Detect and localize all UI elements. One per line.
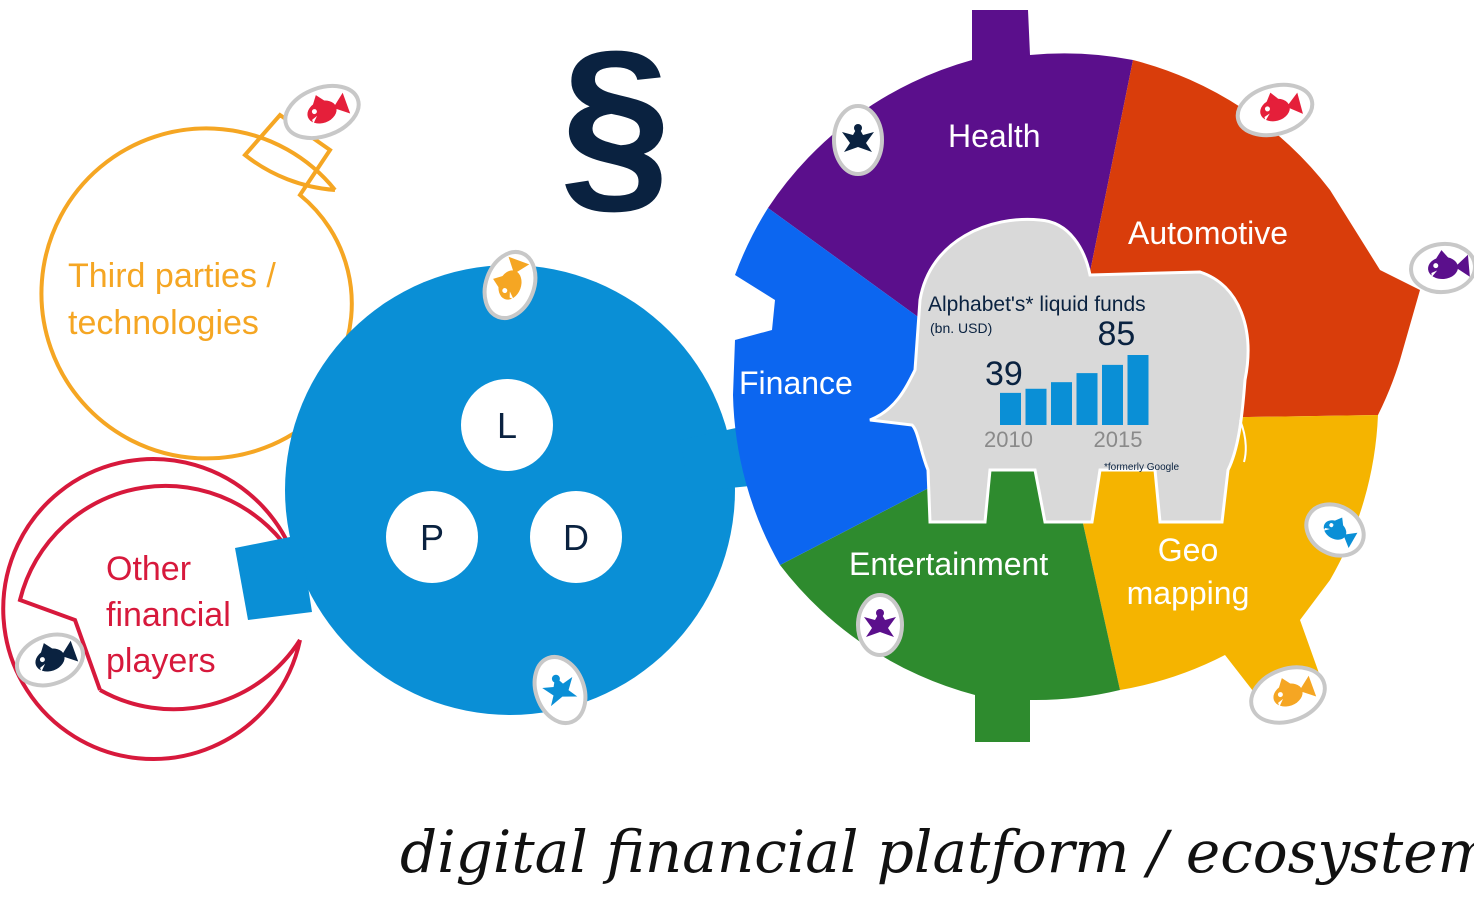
letter-d-bubble <box>530 491 622 583</box>
blue-fish-icon <box>1304 502 1366 558</box>
health-label: Health <box>948 118 1041 154</box>
hub-circle <box>285 265 735 715</box>
red-fish-icon <box>1235 82 1315 138</box>
purple-bird-icon <box>856 593 904 657</box>
chart-bar-2015 <box>1127 355 1149 425</box>
navy-fish-icon <box>15 632 85 688</box>
elephant-tail <box>1239 419 1247 463</box>
geo-mapping-label-line2: mapping <box>1127 575 1250 611</box>
chart-data-label-first: 39 <box>985 355 1023 393</box>
other-players-outline <box>1 457 302 762</box>
blue-bird-icon <box>532 655 588 725</box>
entertainment-label: Entertainment <box>849 546 1048 582</box>
orange-fish-icon <box>482 250 538 320</box>
navy-bird-icon <box>832 104 884 176</box>
letter-l-bubble <box>461 379 553 471</box>
entertainment-segment <box>780 420 1120 742</box>
chart-subtitle: (bn. USD) <box>930 320 992 336</box>
other-players-label-line1: Other <box>106 550 191 588</box>
red-fish-icon <box>283 83 361 141</box>
letter-d: D <box>563 517 589 558</box>
tagline: digital financial platform / ecosystem <box>400 818 1474 886</box>
letter-p-bubble <box>386 491 478 583</box>
chart-x-tick-first: 2010 <box>984 427 1033 452</box>
section-symbol: § <box>560 10 671 233</box>
finance-segment <box>733 208 1060 565</box>
badges <box>15 82 1474 725</box>
elephant: 39 85 2010 2015 Alphabet's* liquid funds (b… <box>869 217 1250 524</box>
geo-mapping-segment <box>1060 415 1378 700</box>
chart-bar-2014 <box>1102 364 1123 425</box>
automotive-label: Automotive <box>1128 215 1288 251</box>
chart-bar-2010 <box>1000 392 1021 425</box>
hub-tab-left <box>235 535 312 620</box>
geo-mapping-label-line1: Geo <box>1158 532 1218 568</box>
orange-fish-icon <box>1249 665 1327 725</box>
other-players-label-line2: financial <box>106 596 231 634</box>
third-parties-node: Third parties / technologies <box>39 112 373 461</box>
other-players-node: Other financial players <box>1 457 302 762</box>
chart-x-tick-last: 2015 <box>1094 427 1143 452</box>
chart-title: Alphabet's* liquid funds <box>928 293 1146 316</box>
purple-fish-icon <box>1409 241 1474 295</box>
third-parties-label-line2: technologies <box>68 304 259 342</box>
letter-p: P <box>420 517 444 558</box>
letter-l: L <box>497 405 517 446</box>
chart-footnote: *formerly Google <box>1104 462 1179 473</box>
chart-data-label-last: 85 <box>1098 315 1136 353</box>
finance-label: Finance <box>739 365 853 401</box>
third-parties-outline <box>39 112 373 461</box>
chart-bar-2012 <box>1051 382 1072 425</box>
chart-bar-2013 <box>1076 373 1098 425</box>
elephant-body <box>869 217 1250 524</box>
third-parties-label-line1: Third parties / <box>68 257 276 295</box>
hub-node: L P D <box>235 265 760 715</box>
other-players-label-line3: players <box>106 642 216 680</box>
liquid-funds-chart: 39 85 2010 2015 <box>984 315 1149 452</box>
chart-bar-2011 <box>1025 388 1047 425</box>
